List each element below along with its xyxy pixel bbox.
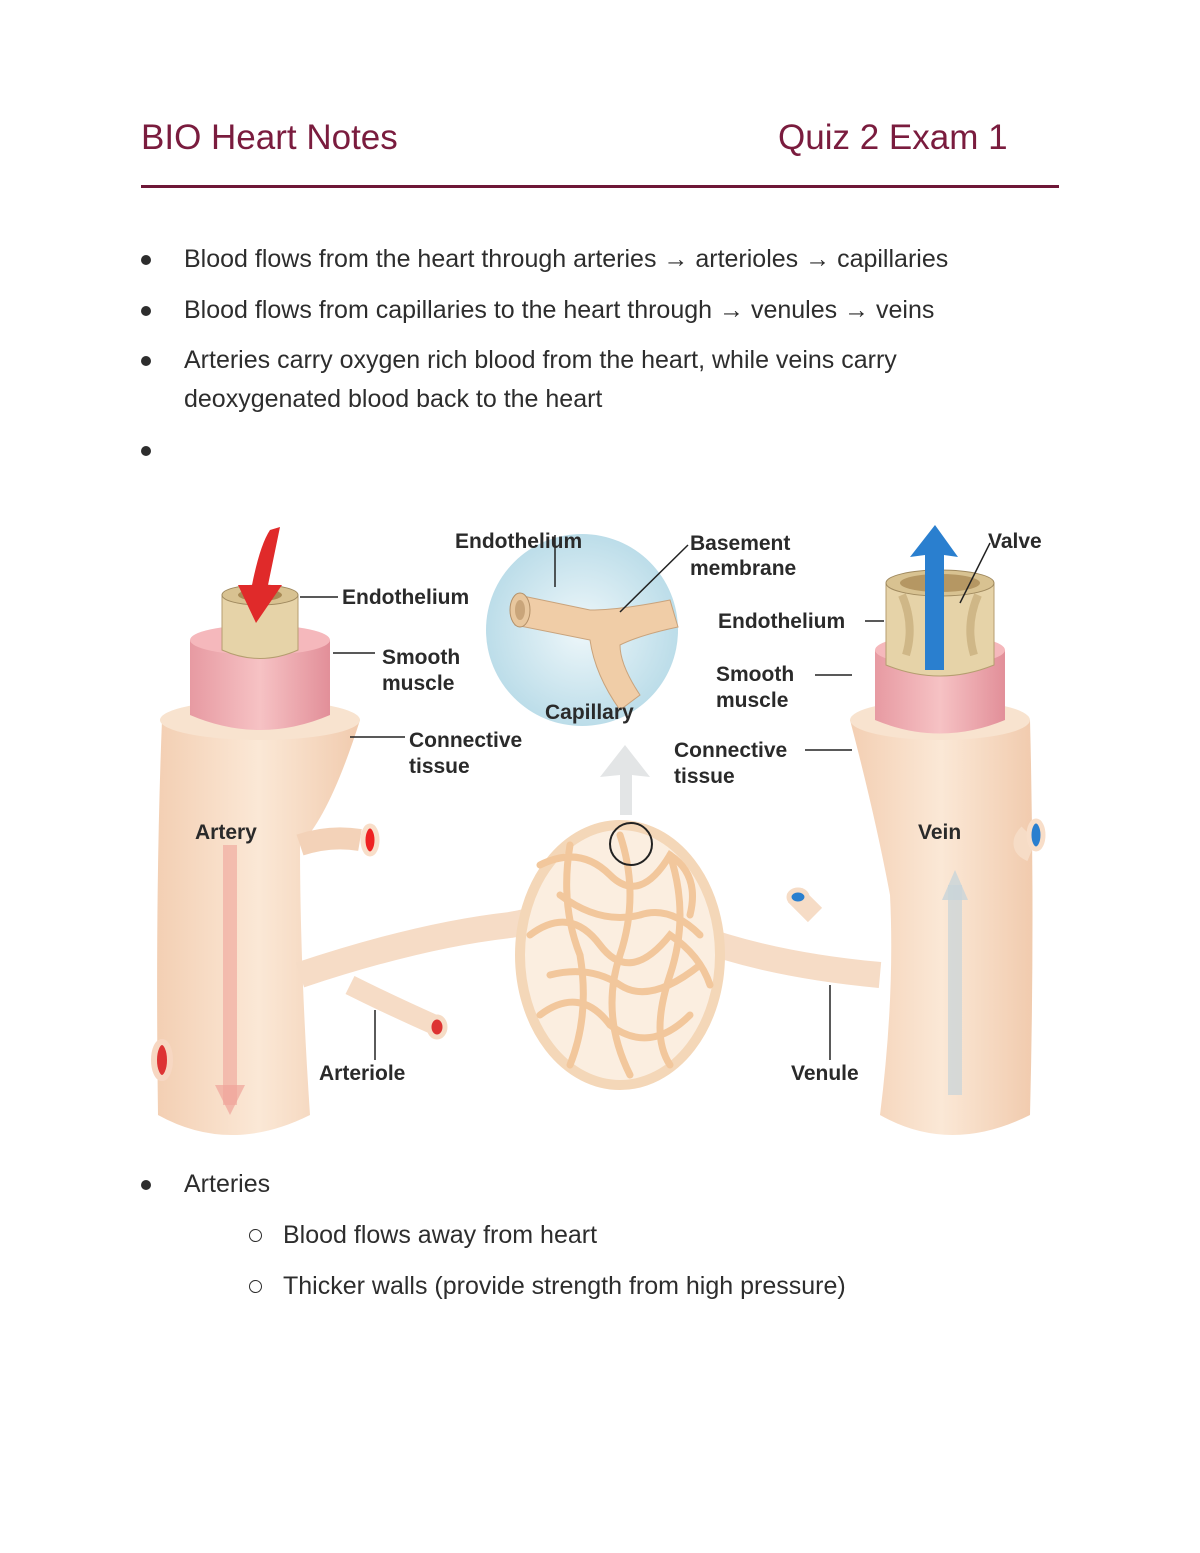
header-divider <box>141 185 1059 188</box>
list-item: Arteries carry oxygen rich blood from th… <box>141 341 1044 419</box>
list-item: Arteries <box>141 1165 270 1204</box>
capillary-inset <box>486 534 689 726</box>
hollow-bullet-icon <box>249 1229 262 1242</box>
bullet-dot-icon <box>141 1180 151 1190</box>
label-capillary: Capillary <box>545 701 634 724</box>
bullet-dot-icon <box>141 306 151 316</box>
sub-list-item: Blood flows away from heart <box>249 1216 597 1255</box>
list-item-text: Blood flows from capillaries to the hear… <box>184 296 935 324</box>
label-smooth-muscle-vein-2: muscle <box>716 689 788 712</box>
label-connective-artery: Connective <box>409 729 522 752</box>
document-subtitle: Quiz 2 Exam 1 <box>778 118 1008 157</box>
label-artery: Artery <box>195 821 257 844</box>
bullet-dot-icon <box>141 446 151 456</box>
list-item: Blood flows from capillaries to the hear… <box>141 291 934 330</box>
label-endothelium-vein: Endothelium <box>718 610 845 633</box>
label-vein: Vein <box>918 821 961 844</box>
bullet-dot-icon <box>141 356 151 366</box>
label-connective-vein: Connective <box>674 739 787 762</box>
hollow-bullet-icon <box>249 1280 262 1293</box>
page-header: BIO Heart Notes Quiz 2 Exam 1 <box>141 118 1059 168</box>
sub-list-item-text: Thicker walls (provide strength from hig… <box>283 1272 846 1300</box>
label-endothelium-artery: Endothelium <box>342 586 469 609</box>
label-connective-vein-2: tissue <box>674 765 735 788</box>
label-venule: Venule <box>791 1062 859 1085</box>
capillary-bed <box>515 820 725 1090</box>
sub-list-item: Thicker walls (provide strength from hig… <box>249 1267 846 1306</box>
list-item-text: Arteries <box>184 1170 271 1198</box>
leader-lines <box>300 542 991 1060</box>
label-smooth-muscle-artery: Smooth <box>382 646 460 669</box>
label-basement-membrane: Basement <box>690 532 790 555</box>
label-connective-artery-2: tissue <box>409 755 470 778</box>
list-item: Blood flows from the heart through arter… <box>141 240 948 279</box>
list-item-text: Arteries carry oxygen rich blood from th… <box>184 346 897 413</box>
vein-illustration <box>850 525 1046 1135</box>
bullet-dot-icon <box>141 255 151 265</box>
label-endothelium-capillary: Endothelium <box>455 530 582 553</box>
label-smooth-muscle-artery-2: muscle <box>382 672 454 695</box>
document-title: BIO Heart Notes <box>141 118 398 157</box>
list-item-text: Blood flows from the heart through arter… <box>184 245 949 273</box>
label-arteriole: Arteriole <box>319 1062 405 1085</box>
label-smooth-muscle-vein: Smooth <box>716 663 794 686</box>
blood-vessel-diagram: Endothelium Smooth muscle Connective tis… <box>151 525 1046 1135</box>
sub-list-item-text: Blood flows away from heart <box>283 1221 598 1249</box>
label-basement-membrane-2: membrane <box>690 557 796 580</box>
label-valve: Valve <box>988 530 1042 553</box>
list-item-empty <box>141 431 184 470</box>
artery-illustration <box>151 527 380 1135</box>
